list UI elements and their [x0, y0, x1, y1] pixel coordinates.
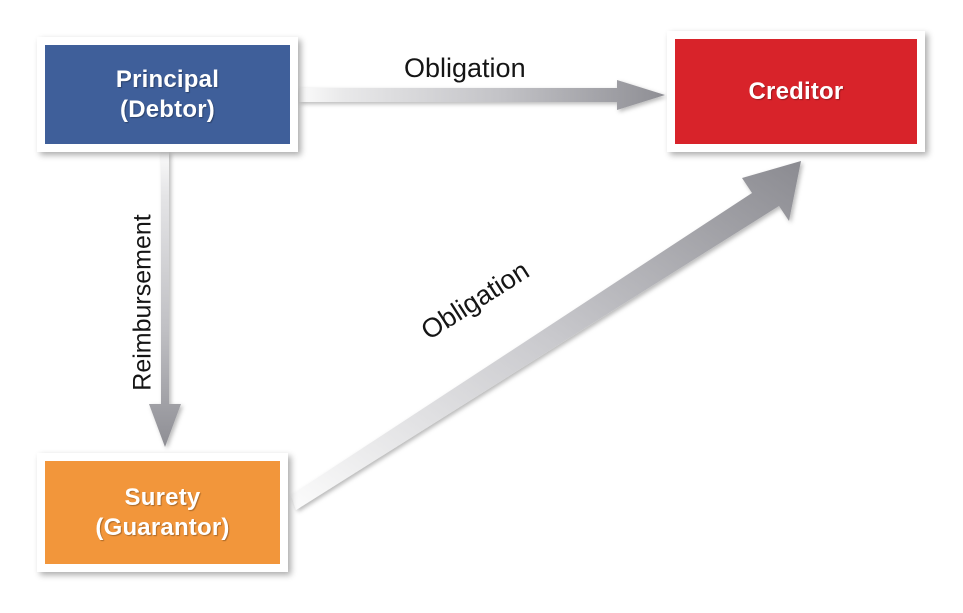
- surety-guarantor-node[interactable]: Surety (Guarantor): [37, 453, 288, 572]
- arrow-principal-to-surety: [149, 152, 181, 447]
- creditor-fill: Creditor: [675, 39, 917, 144]
- arrow-label-obligation-top: Obligation: [404, 53, 526, 83]
- surety-guarantor-label-line2: (Guarantor): [95, 513, 230, 541]
- arrow-label-reimbursement: Reimbursement: [128, 214, 157, 391]
- principal-debtor-fill: Principal (Debtor): [45, 45, 290, 144]
- principal-debtor-label-line2: (Debtor): [120, 95, 215, 123]
- principal-debtor-label-line1: Principal: [115, 66, 220, 94]
- principal-debtor-node[interactable]: Principal (Debtor): [37, 37, 298, 152]
- surety-guarantor-fill: Surety (Guarantor): [45, 461, 280, 564]
- arrow-principal-to-creditor: [299, 80, 665, 110]
- surety-guarantor-label-line1: Surety: [124, 484, 201, 512]
- arrow-surety-to-creditor: [291, 161, 801, 510]
- creditor-label-line1: Creditor: [748, 77, 844, 105]
- creditor-node[interactable]: Creditor: [667, 31, 925, 152]
